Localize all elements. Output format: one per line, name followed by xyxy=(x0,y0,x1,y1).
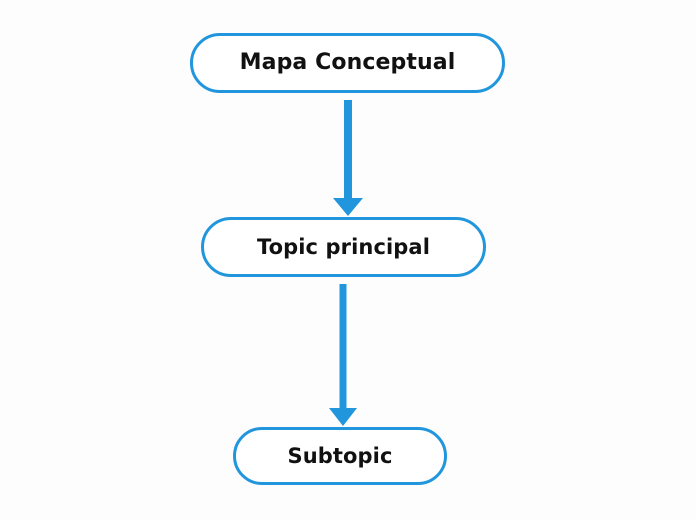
node-topic-principal[interactable]: Topic principal xyxy=(201,217,486,277)
node-root[interactable]: Mapa Conceptual xyxy=(190,33,505,93)
arrow-down-icon xyxy=(333,100,363,216)
connector-root-to-topic[interactable] xyxy=(333,100,363,216)
connector-topic-to-subtopic[interactable] xyxy=(329,284,357,426)
node-subtopic[interactable]: Subtopic xyxy=(233,427,447,485)
arrow-down-icon xyxy=(329,284,357,426)
node-topic-principal-label: Topic principal xyxy=(256,234,431,259)
node-subtopic-label: Subtopic xyxy=(287,443,393,468)
node-root-label: Mapa Conceptual xyxy=(239,50,456,75)
